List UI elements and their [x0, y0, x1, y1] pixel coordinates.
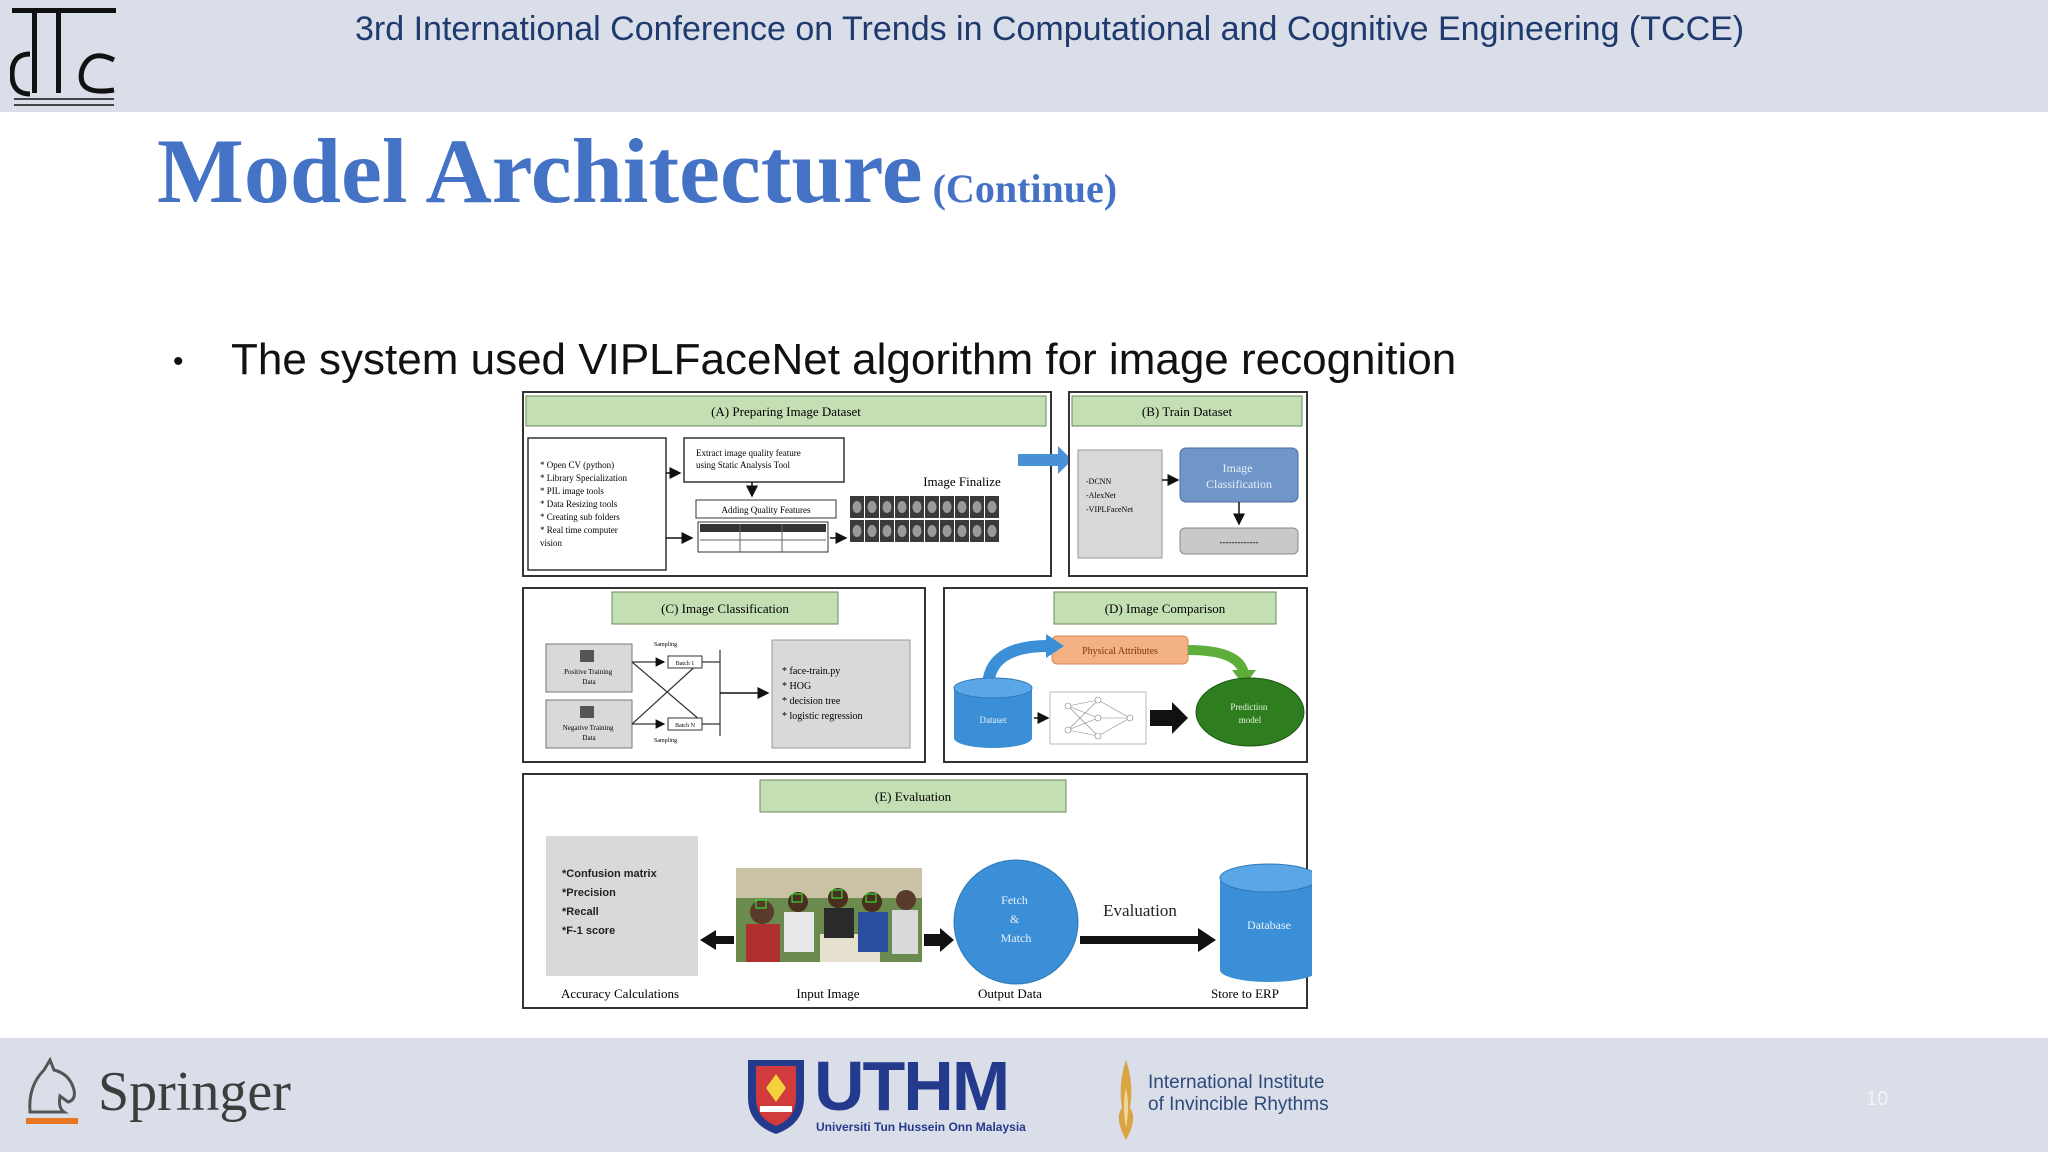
metrics-list: *Confusion matrix *Precision *Recall *F-… [562, 868, 660, 937]
bullet-point: • The system used VIPLFaceNet algorithm f… [173, 335, 1456, 385]
caption-output-data: Output Data [978, 986, 1042, 1001]
tcce-logo-icon [10, 8, 116, 106]
caption-store-erp: Store to ERP [1211, 986, 1279, 1001]
face-shape [912, 525, 922, 537]
face-shape [957, 501, 967, 513]
panel-preparing-dataset: (A) Preparing Image Dataset * Open CV (p… [522, 391, 1052, 577]
arrow-a-to-b-icon [1018, 446, 1072, 474]
caption-accuracy: Accuracy Calculations [561, 986, 679, 1001]
header-bar: 3rd International Conference on Trends i… [0, 0, 2048, 112]
face-shape [972, 501, 982, 513]
uthm-shield-icon [748, 1060, 804, 1134]
sampling-bottom: Sampling [654, 738, 677, 744]
panel-evaluation: (E) Evaluation *Confusion matrix *Precis… [522, 773, 1312, 1009]
prediction-model-node: Prediction model [1230, 702, 1269, 725]
face-shape [897, 525, 907, 537]
face-shape [852, 525, 862, 537]
iiir-line-2: of Invincible Rhythms [1148, 1094, 1329, 1115]
bullet-text: The system used VIPLFaceNet algorithm fo… [231, 335, 1457, 384]
conference-title: 3rd International Conference on Trends i… [355, 10, 1745, 48]
face-shape [942, 525, 952, 537]
panel-image-comparison: (D) Image Comparison Physical Attributes… [943, 587, 1308, 763]
slide-title-suffix: (Continue) [932, 166, 1118, 211]
panel-d-title: (D) Image Comparison [1105, 601, 1226, 616]
face-shape [972, 525, 982, 537]
extract-features-box: Extract image quality feature using Stat… [696, 448, 803, 470]
panel-a-title: (A) Preparing Image Dataset [711, 404, 861, 419]
negative-data-icon [580, 706, 594, 718]
face-thumbnails [850, 496, 999, 542]
face-shape [942, 501, 952, 513]
slide-title-main: Model Architecture [157, 120, 923, 222]
face-shape [867, 501, 877, 513]
face-shape [927, 501, 937, 513]
caption-input-image: Input Image [796, 986, 859, 1001]
face-shape [987, 501, 997, 513]
iiir-line-1: International Institute [1148, 1072, 1325, 1093]
database-node: Database [1247, 918, 1291, 932]
fetch-match-node: Fetch & Match [1001, 893, 1032, 945]
output-placeholder: ------------- [1220, 537, 1259, 547]
arrow-to-database-icon [1080, 928, 1216, 952]
footer-bar: Springer UTHM Universiti Tun Hussein Onn… [0, 1038, 2048, 1152]
arrow-left-icon [700, 930, 734, 950]
uthm-subtitle: Universiti Tun Hussein Onn Malaysia [816, 1120, 1026, 1134]
panel-c-title: (C) Image Classification [661, 601, 789, 616]
face-shape [882, 501, 892, 513]
physical-attributes: Physical Attributes [1082, 646, 1158, 657]
face-shape [882, 525, 892, 537]
iiir-flame-icon [1118, 1060, 1134, 1140]
curved-arrow-green-icon [1187, 645, 1249, 676]
evaluation-label: Evaluation [1103, 901, 1177, 920]
panel-b-title: (B) Train Dataset [1142, 404, 1233, 419]
classification-methods: * face-train.py * HOG * decision tree * … [782, 666, 863, 722]
bullet-dot-icon: • [173, 345, 184, 379]
batch-n: Batch N [675, 723, 695, 729]
face-shape [897, 501, 907, 513]
image-classification-node: Image Classification [1206, 461, 1272, 491]
negative-training-data: Negative Training Data [563, 724, 616, 742]
face-shape [987, 525, 997, 537]
slide-title: Model Architecture(Continue) [157, 118, 1117, 224]
panel-image-classification: (C) Image Classification Positive Traini… [522, 587, 926, 763]
face-shape [867, 525, 877, 537]
face-shape [912, 501, 922, 513]
springer-horse-icon [26, 1056, 78, 1124]
input-image-photo [736, 868, 922, 962]
face-shape [957, 525, 967, 537]
panel-e-title: (E) Evaluation [875, 789, 952, 804]
sampling-top: Sampling [654, 642, 677, 648]
panel-a-tools-list: * Open CV (python) * Library Specializat… [540, 460, 629, 548]
positive-data-icon [580, 650, 594, 662]
batch-1: Batch 1 [676, 661, 695, 667]
page-number: 10 [1866, 1088, 1889, 1110]
uthm-logo-text: UTHM [814, 1047, 1010, 1125]
face-shape [927, 525, 937, 537]
face-shape [852, 501, 862, 513]
springer-logo-text: Springer [98, 1061, 291, 1123]
panel-train-dataset: (B) Train Dataset -DCNN -AlexNet -VIPLFa… [1068, 391, 1308, 577]
architecture-diagram: (A) Preparing Image Dataset * Open CV (p… [522, 391, 1312, 1009]
iiir-logo-text: International Institute of Invincible Rh… [1148, 1072, 1329, 1116]
adding-quality-features: Adding Quality Features [722, 505, 811, 515]
dataset-node: Dataset [980, 715, 1007, 725]
positive-training-data: Positive Training Data [564, 668, 614, 686]
model-list: -DCNN -AlexNet -VIPLFaceNet [1086, 477, 1134, 514]
image-finalize-label: Image Finalize [923, 474, 1001, 489]
arrow-to-fetch-icon [924, 928, 954, 952]
